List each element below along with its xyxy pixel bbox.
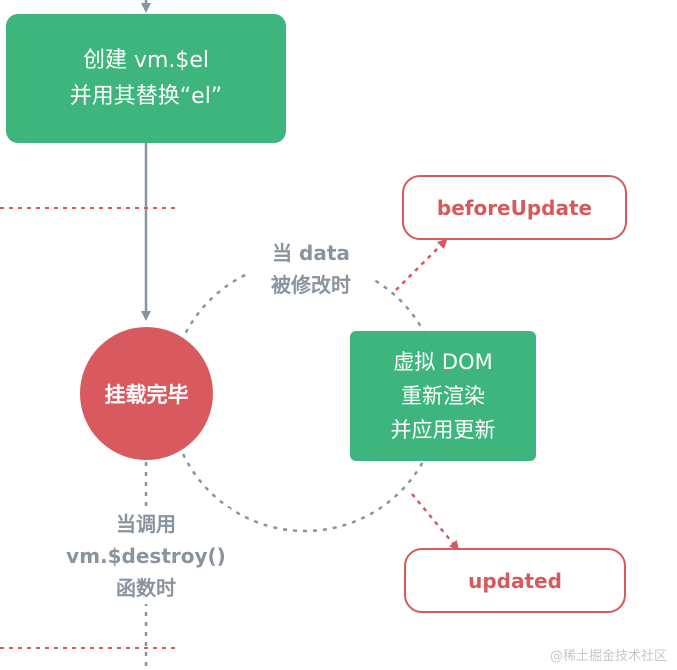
- virtual-dom-line2: 重新渲染: [401, 384, 485, 408]
- destroy-called-line1: 当调用: [116, 512, 176, 536]
- updated-label: updated: [468, 568, 562, 593]
- virtual-dom-node: 虚拟 DOM 重新渲染 并应用更新: [350, 331, 536, 461]
- virtual-dom-line3: 并应用更新: [390, 418, 496, 442]
- virtual-dom-line1: 虚拟 DOM: [393, 350, 493, 374]
- destroy-called-label: 当调用 vm.$destroy() 函数时: [62, 508, 230, 604]
- create-el-line1: 创建 vm.$el: [82, 47, 210, 73]
- create-el-line2: 并用其替换“el”: [69, 83, 223, 109]
- create-el-node: 创建 vm.$el 并用其替换“el”: [6, 14, 286, 143]
- to-before-update-arrow: [395, 238, 448, 291]
- to-updated-arrow: [411, 493, 460, 551]
- mounted-label: 挂载完毕: [104, 382, 189, 407]
- destroy-called-line3: 函数时: [116, 576, 176, 600]
- data-changed-line2: 被修改时: [271, 273, 351, 297]
- mounted-node: 挂载完毕: [80, 327, 213, 460]
- before-update-node: beforeUpdate: [402, 175, 627, 240]
- destroy-called-line2: vm.$destroy(): [66, 544, 226, 568]
- data-changed-label: 当 data 被修改时: [250, 237, 372, 301]
- updated-node: updated: [404, 548, 626, 613]
- before-update-label: beforeUpdate: [436, 195, 593, 220]
- watermark: @稀土掘金技术社区: [549, 649, 667, 664]
- data-changed-line1: 当 data: [272, 241, 350, 265]
